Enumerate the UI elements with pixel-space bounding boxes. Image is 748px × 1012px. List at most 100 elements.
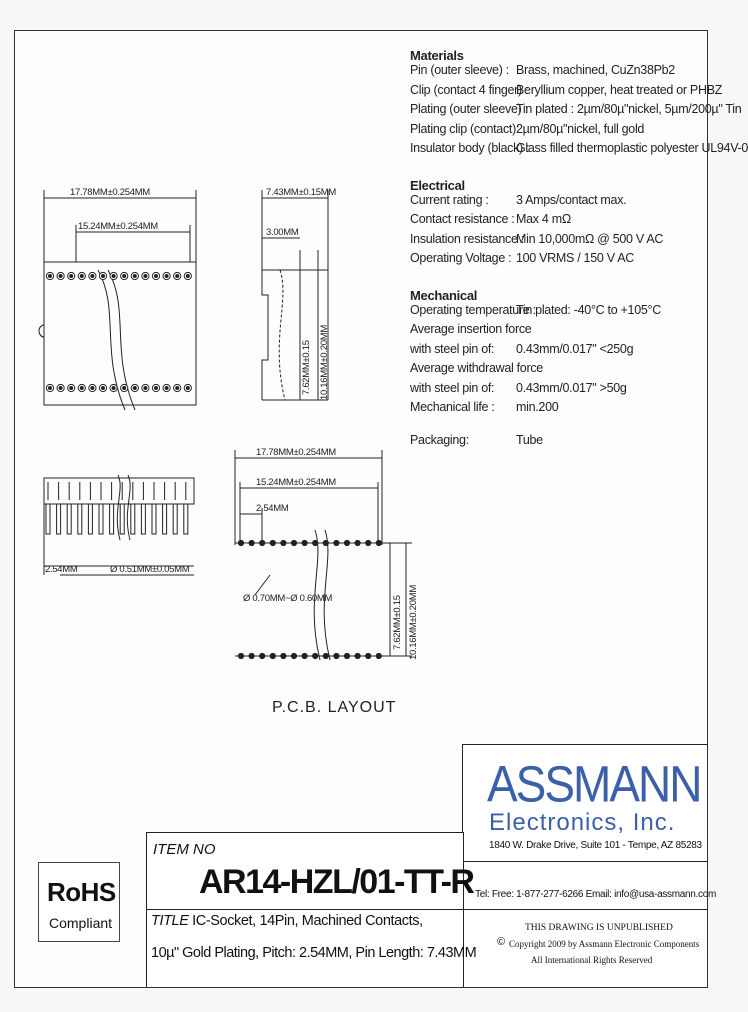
socket-pin-hole [175, 274, 180, 278]
top-view [38, 190, 197, 411]
spec-block: Materials Pin (outer sleeve) :Brass, mac… [410, 48, 748, 453]
electrical-row: Operating Voltage :100 VRMS / 150 V AC [410, 251, 706, 271]
pcb-hole [248, 652, 255, 660]
front-pin [66, 503, 72, 535]
dim-top-width: 17.78MM±0.254MM [70, 187, 150, 198]
front-pin [45, 503, 51, 535]
pcb-hole [259, 539, 266, 547]
materials-value: Tin plated : 2µm/80µ"nickel, 5µm/200µ" T… [516, 102, 742, 116]
materials-row: Clip (contact 4 finger) :Beryllium coppe… [410, 82, 722, 103]
dim-pcb-hole: Ø 0.70MM~Ø 0.60MM [243, 593, 333, 604]
dim-front-pin: Ø 0.51MM±0.05MM [110, 564, 190, 575]
materials-label: Plating clip (contact): [410, 121, 520, 136]
materials-value: Brass, machined, CuZn38Pb2 [516, 63, 675, 77]
dim-side-1016: 10.16MM±0.20MM [319, 325, 330, 400]
item-label: ITEM NO [153, 841, 216, 858]
mechanical-heading: Mechanical [410, 287, 478, 303]
pcb-hole [269, 539, 276, 547]
socket-pin-hole [132, 274, 137, 278]
front-pin [172, 503, 178, 535]
pcb-hole [354, 539, 361, 547]
materials-value: Beryllium copper, heat treated or PHBZ [516, 82, 723, 97]
mechanical-row: Average insertion force [410, 322, 706, 342]
front-pin [77, 503, 83, 535]
mechanical-value: 0.43mm/0.017" <250g [516, 341, 634, 356]
materials-heading: Materials [410, 48, 464, 63]
electrical-row: Current rating :3 Amps/contact max. [410, 193, 706, 213]
company-contact: Tel: Free: 1-877-277-6266 Email: info@us… [475, 889, 717, 900]
materials-rows: Pin (outer sleeve) :Brass, machined, CuZ… [410, 63, 748, 161]
socket-pin-hole [58, 274, 63, 278]
materials-value: Glass filled thermoplastic polyester UL9… [516, 141, 748, 155]
front-pin [109, 503, 115, 535]
materials-label: Clip (contact 4 finger) : [410, 82, 529, 97]
mechanical-value: min.200 [516, 400, 559, 414]
pcb-hole [365, 539, 372, 547]
materials-row: Plating (outer sleeve) :Tin plated : 2µm… [410, 102, 742, 122]
dim-front-pitch: 2.54MM [45, 564, 78, 575]
socket-pin-hole [122, 386, 127, 390]
rohs-sub: Compliant [49, 915, 113, 931]
socket-pin-hole [90, 274, 95, 278]
pcb-layout [234, 450, 412, 661]
dim-pcb-inner: 15.24MM±0.254MM [256, 477, 336, 488]
dim-pcb-762: 7.62MM±0.15 [392, 595, 403, 650]
materials-value: 2µm/80µ"nickel, full gold [516, 121, 645, 136]
notice-rights: All International Rights Reserved [531, 955, 653, 965]
mechanical-label: Average withdrawal force [410, 361, 543, 375]
socket-pin-hole [101, 274, 105, 278]
mechanical-row: Average withdrawal force [410, 361, 706, 381]
title-line-1: TITLE IC-Socket, 14Pin, Machined Contact… [151, 913, 423, 929]
notice-copyright: Copyright 2009 by Assmann Electronic Com… [509, 939, 700, 949]
pcb-holes-top [237, 539, 382, 547]
front-pins [45, 482, 189, 535]
materials-row: Pin (outer sleeve) :Brass, machined, CuZ… [410, 63, 706, 83]
front-pin [183, 503, 189, 535]
item-block: ITEM NO AR14-HZL/01-TT-R TITLE IC-Socket… [146, 832, 477, 987]
front-pin [56, 503, 62, 535]
bottom-row-pins [45, 383, 192, 393]
copyright-icon: © [497, 936, 506, 948]
technical-drawings: 17.78MM±0.254MM 15.24MM±0.254MM 7.43MM±0… [38, 187, 419, 716]
pcb-hole [301, 539, 308, 547]
pcb-hole [259, 652, 266, 660]
socket-pin-hole [164, 274, 169, 278]
dim-side-762: 7.62MM±0.15 [301, 340, 312, 395]
dim-side-3: 3.00MM [266, 227, 299, 238]
front-pin [130, 503, 136, 535]
pcb-hole [312, 652, 319, 660]
pcb-hole [343, 539, 351, 547]
side-view [261, 190, 329, 401]
title-label: TITLE [151, 913, 189, 929]
front-pin [151, 503, 157, 535]
dim-pcb-1016: 10.16MM±0.20MM [408, 585, 419, 660]
electrical-rows: Current rating :3 Amps/contact max.Conta… [410, 193, 706, 271]
electrical-value: 100 VRMS / 150 V AC [516, 251, 634, 265]
pcb-hole [333, 652, 340, 660]
packaging-label: Packaging: [410, 432, 469, 447]
mechanical-label: with steel pin of: [410, 341, 495, 356]
socket-pin-hole [111, 386, 116, 390]
dim-side-width: 7.43MM±0.15MM [266, 187, 336, 198]
pcb-hole [333, 539, 340, 547]
pcb-hole [365, 652, 372, 660]
electrical-value: Max 4 mΩ [516, 212, 571, 226]
company-sub: Electronics, Inc. [489, 809, 676, 836]
pcb-hole [280, 652, 287, 660]
mechanical-label: Average insertion force [410, 322, 532, 336]
front-pin [119, 503, 125, 535]
pcb-hole [322, 539, 329, 547]
packaging-row: Packaging: Tube [410, 433, 706, 453]
pcb-hole [301, 652, 308, 660]
mechanical-row: Mechanical life :min.200 [410, 400, 706, 420]
socket-pin-hole [58, 386, 63, 390]
socket-pin-hole [143, 386, 148, 390]
pcb-hole [312, 539, 319, 547]
pcb-hole [290, 652, 298, 660]
socket-pin-hole [185, 386, 190, 390]
mechanical-label: Operating temperature : [410, 302, 536, 317]
socket-pin-hole [154, 386, 158, 390]
mechanical-value: Tin plated: -40°C to +105°C [516, 302, 661, 317]
company-name: ASSMANN [487, 755, 702, 813]
socket-pin-hole [48, 274, 52, 278]
